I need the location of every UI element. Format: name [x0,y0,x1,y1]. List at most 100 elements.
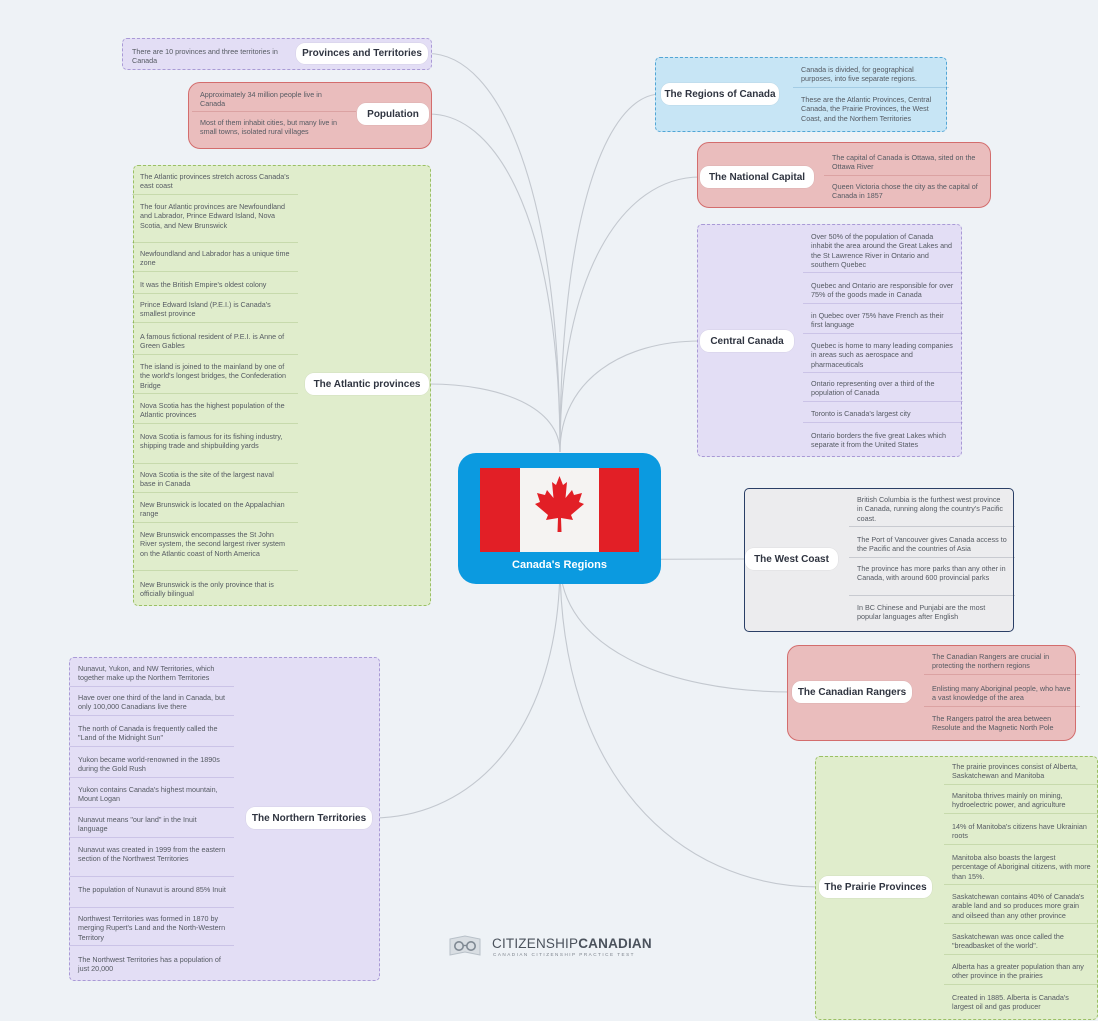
topic-item[interactable]: New Brunswick is the only province that … [140,580,274,599]
item-separator [849,526,1015,527]
topic-item[interactable]: The Canadian Rangers are crucial in prot… [932,652,1050,671]
topic-prairie-provinces[interactable]: The Prairie Provinces [819,876,932,898]
item-separator [70,907,234,908]
topic-item[interactable]: Most of them inhabit cities, but many li… [200,118,338,137]
topic-provinces-territories[interactable]: Provinces and Territories [296,43,428,64]
topic-item[interactable]: Alberta has a greater population than an… [952,962,1084,981]
topic-item[interactable]: Nunavut, Yukon, and NW Territories, whic… [78,664,215,683]
topic-population[interactable]: Population [357,103,429,125]
item-separator [944,923,1098,924]
topic-item[interactable]: Prince Edward Island (P.E.I.) is Canada'… [140,300,271,319]
topic-item[interactable]: Northwest Territories was formed in 1870… [78,914,226,942]
item-separator [70,945,234,946]
item-separator [132,354,298,355]
topic-item[interactable]: The Atlantic provinces stretch across Ca… [140,172,290,191]
topic-item[interactable]: These are the Atlantic Provinces, Centra… [801,95,932,123]
topic-item[interactable]: Ontario borders the five great Lakes whi… [811,431,947,450]
link-atlantic-provinces [428,383,561,453]
topic-item[interactable]: The island is joined to the mainland by … [140,362,287,390]
topic-item[interactable]: The province has more parks than any oth… [857,564,1006,583]
link-population [428,113,561,453]
item-separator [803,422,963,423]
item-separator [132,393,298,394]
topic-item[interactable]: Canada is divided, for geographical purp… [801,65,917,84]
topic-item[interactable]: Have over one third of the land in Canad… [78,693,226,712]
topic-item[interactable]: The Rangers patrol the area between Reso… [932,714,1054,733]
item-separator [944,844,1098,845]
topic-item[interactable]: The population of Nunavut is around 85% … [78,885,226,894]
item-separator [924,706,1080,707]
topic-item[interactable]: Nova Scotia has the highest population o… [140,401,285,420]
topic-item[interactable]: The four Atlantic provinces are Newfound… [140,202,286,230]
item-separator [132,293,298,294]
item-separator [132,271,298,272]
item-separator [944,784,1098,785]
topic-item[interactable]: The capital of Canada is Ottawa, sited o… [832,153,976,172]
topic-item[interactable]: 14% of Manitoba's citizens have Ukrainia… [952,822,1087,841]
topic-item[interactable]: There are 10 provinces and three territo… [132,47,278,66]
link-regions-of-canada [559,93,662,453]
topic-item[interactable]: Ontario representing over a third of the… [811,379,935,398]
topic-item[interactable]: Yukon contains Canada's highest mountain… [78,785,218,804]
topic-item[interactable]: Quebec is home to many leading companies… [811,341,953,369]
topic-item[interactable]: Nunavut means "our land" in the Inuit la… [78,815,197,834]
link-central-canada [559,340,701,453]
item-separator [944,884,1098,885]
topic-item[interactable]: Approximately 34 million people live in … [200,90,322,109]
canada-flag-image [480,468,639,552]
logo-name: CITIZENSHIPCANADIAN [492,936,652,951]
item-separator [803,303,963,304]
topic-item[interactable]: Newfoundland and Labrador has a unique t… [140,249,290,268]
central-topic[interactable]: Canada's Regions [458,453,661,584]
topic-item[interactable]: The prairie provinces consist of Alberta… [952,762,1078,781]
logo-icon [449,935,481,956]
item-separator [70,837,234,838]
central-title: Canada's Regions [512,559,607,571]
topic-item[interactable]: Over 50% of the population of Canada inh… [811,232,953,270]
topic-item[interactable]: In BC Chinese and Punjabi are the most p… [857,603,986,622]
topic-item[interactable]: The Port of Vancouver gives Canada acces… [857,535,1007,554]
item-separator [70,807,234,808]
item-separator [132,242,298,243]
topic-item[interactable]: A famous fictional resident of P.E.I. is… [140,332,285,351]
link-canadian-rangers [559,561,793,693]
topic-item[interactable]: It was the British Empire's oldest colon… [140,280,267,289]
item-separator [793,87,949,88]
item-separator [132,463,298,464]
topic-item[interactable]: Saskatchewan contains 40% of Canada's ar… [952,892,1085,920]
item-separator [132,570,298,571]
topic-item[interactable]: British Columbia is the furthest west pr… [857,495,1004,523]
item-separator [924,674,1080,675]
topic-item[interactable]: Nova Scotia is the site of the largest n… [140,470,274,489]
topic-west-coast[interactable]: The West Coast [745,548,838,570]
topic-item[interactable]: Toronto is Canada's largest city [811,409,911,418]
topic-item[interactable]: Yukon became world-renowned in the 1890s… [78,755,220,774]
item-separator [70,746,234,747]
topic-item[interactable]: Nova Scotia is famous for its fishing in… [140,432,283,451]
topic-atlantic-provinces[interactable]: The Atlantic provinces [305,373,429,395]
topic-item[interactable]: New Brunswick is located on the Appalach… [140,500,285,519]
topic-national-capital[interactable]: The National Capital [700,166,814,188]
item-separator [132,492,298,493]
topic-item[interactable]: New Brunswick encompasses the St John Ri… [140,530,285,558]
topic-item[interactable]: Manitoba also boasts the largest percent… [952,853,1091,881]
topic-item[interactable]: Manitoba thrives mainly on mining, hydro… [952,791,1066,810]
topic-item[interactable]: in Quebec over 75% have French as their … [811,311,944,330]
topic-item[interactable]: Saskatchewan was once called the "breadb… [952,932,1064,951]
topic-item[interactable]: Queen Victoria chose the city as the cap… [832,182,978,201]
topic-regions-of-canada[interactable]: The Regions of Canada [661,83,779,105]
topic-item[interactable]: Quebec and Ontario are responsible for o… [811,281,954,300]
topic-item[interactable]: The Northwest Territories has a populati… [78,955,221,974]
topic-canadian-rangers[interactable]: The Canadian Rangers [792,681,912,703]
topic-item[interactable]: Enlisting many Aboriginal people, who ha… [932,684,1071,703]
link-prairie-provinces [559,561,820,888]
item-separator [849,557,1015,558]
topic-item[interactable]: Nunavut was created in 1999 from the eas… [78,845,226,864]
item-separator [132,322,298,323]
topic-item[interactable]: Created in 1885. Alberta is Canada's lar… [952,993,1069,1012]
topic-central-canada[interactable]: Central Canada [700,330,794,352]
topic-northern-territories[interactable]: The Northern Territories [246,807,372,829]
item-separator [849,595,1015,596]
topic-item[interactable]: The north of Canada is frequently called… [78,724,218,743]
